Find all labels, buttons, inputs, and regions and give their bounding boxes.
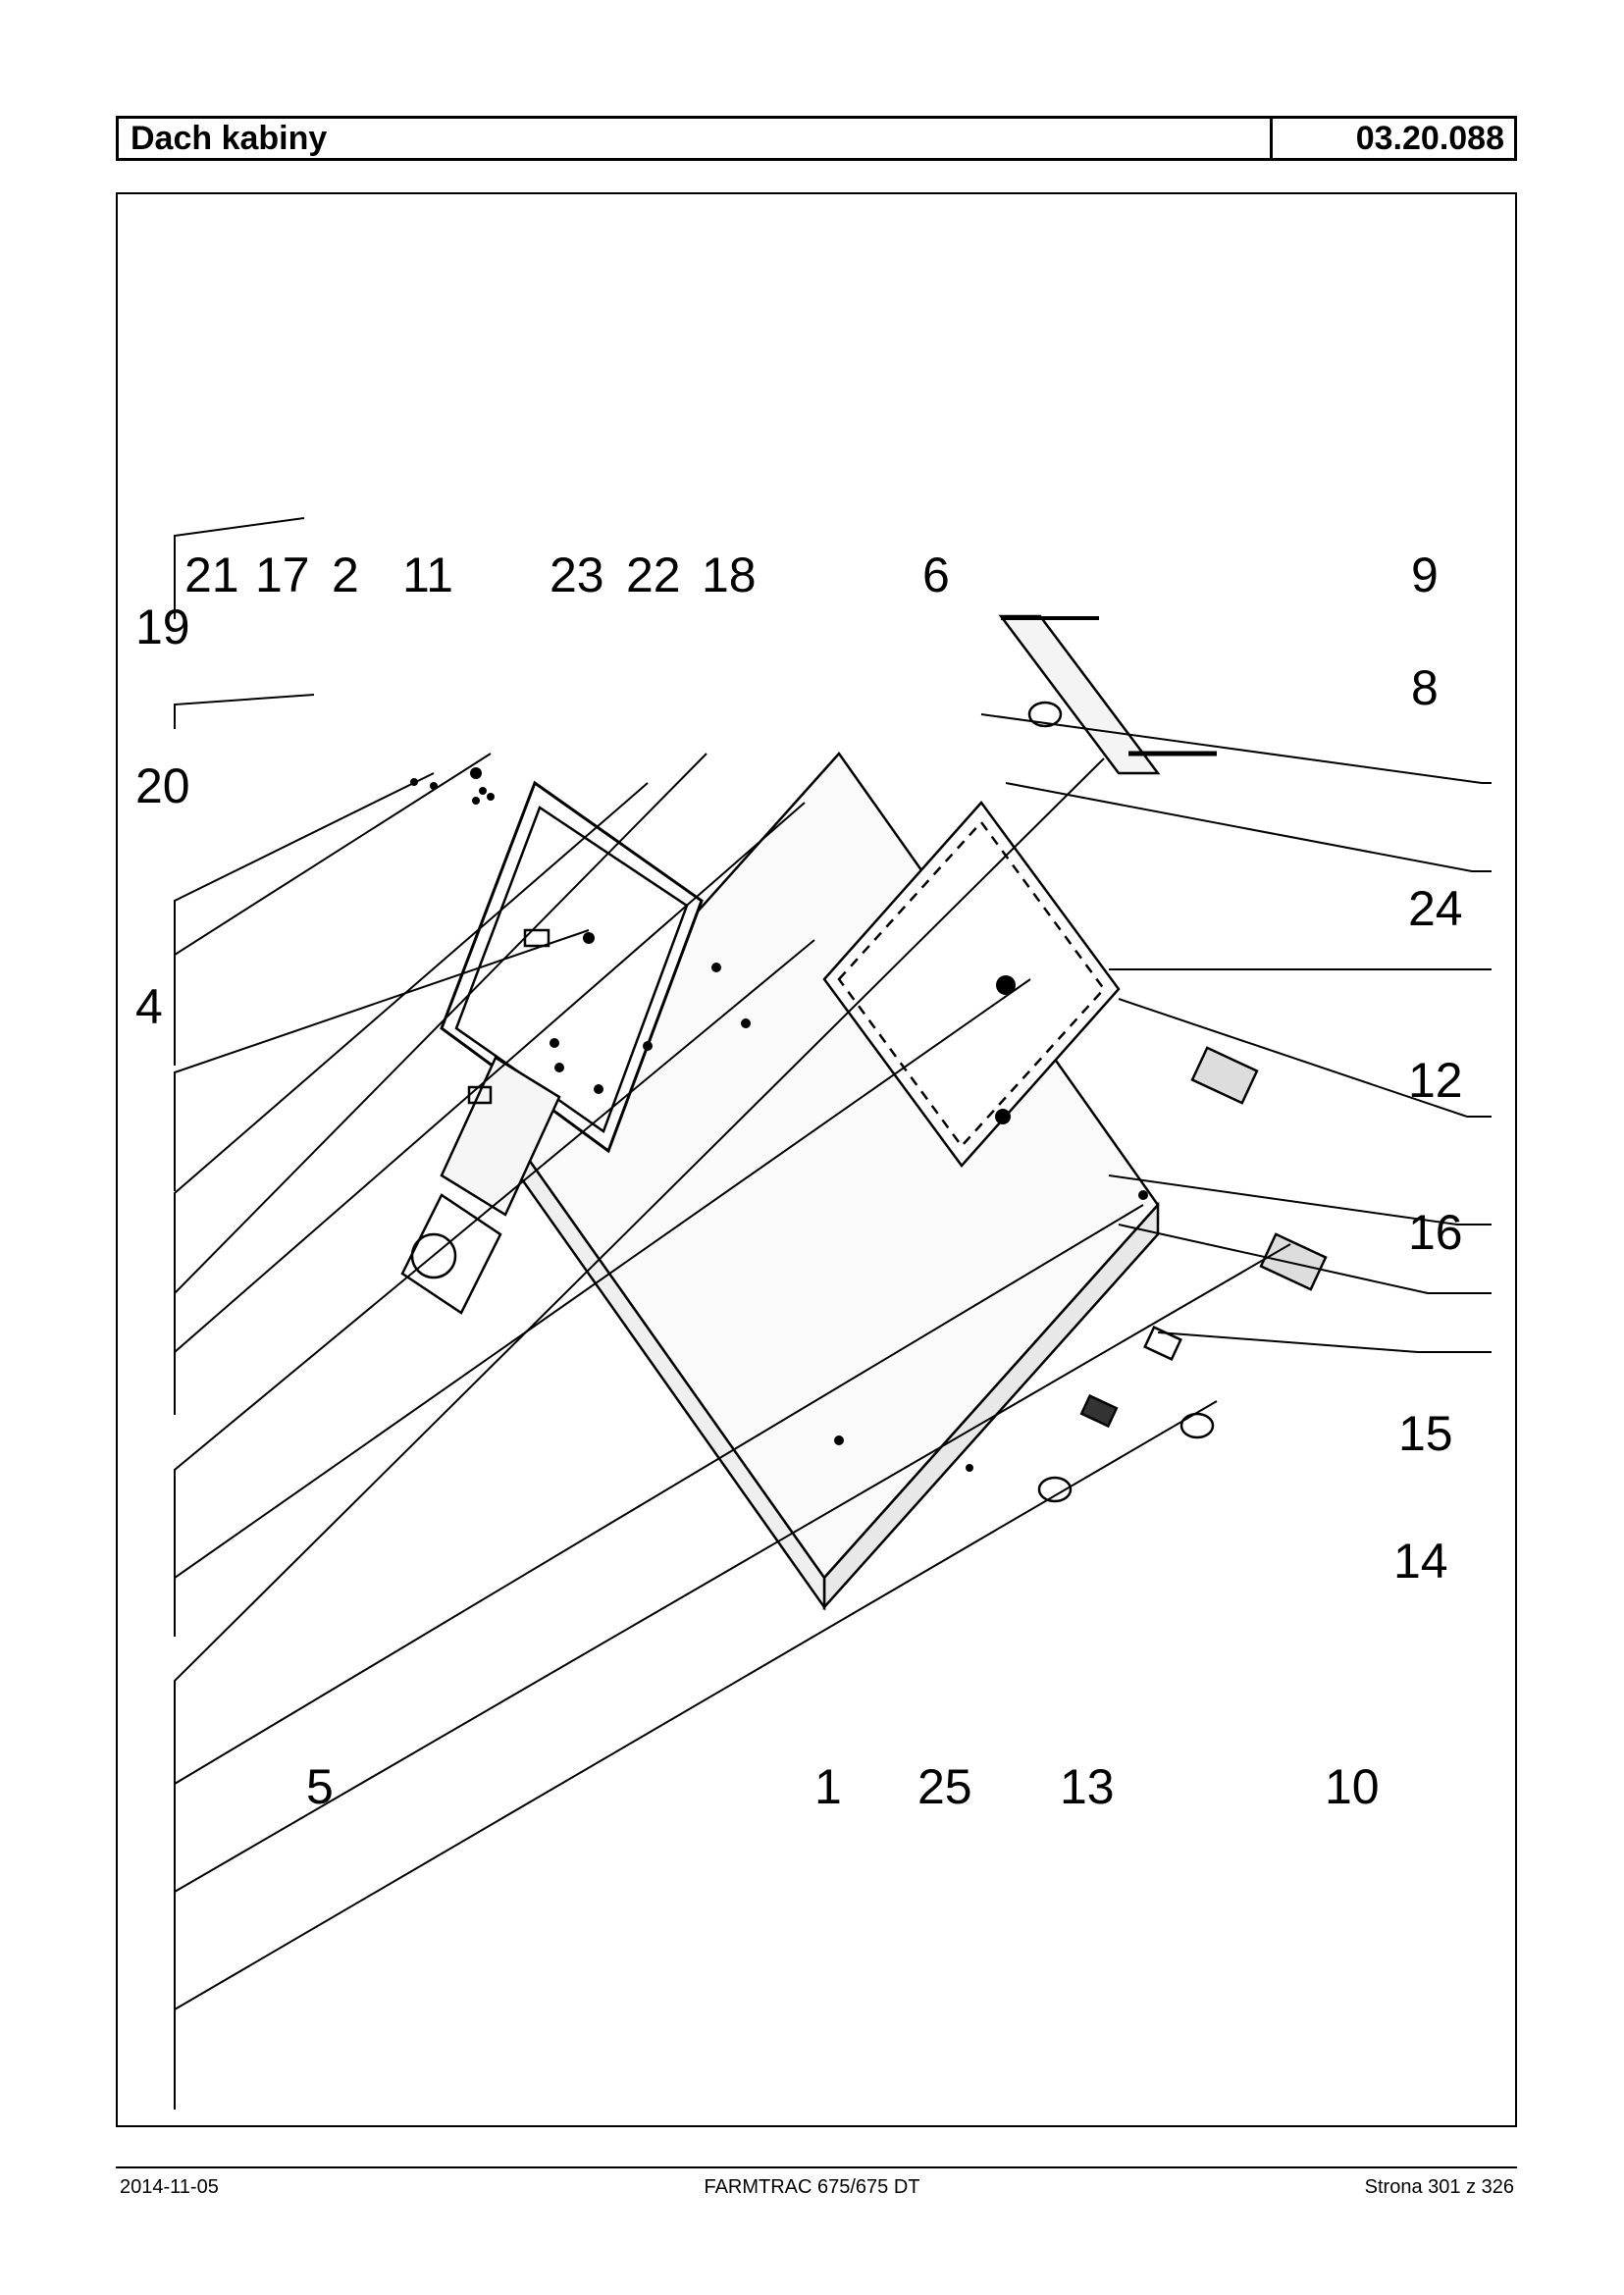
footer-date: 2014-11-05 (120, 2176, 219, 2198)
label-12: 12 (1408, 1053, 1463, 1108)
grommet-15 (1179, 1412, 1215, 1439)
part-code: 03.20.088 (1270, 119, 1514, 158)
footer-page: Strona 301 z 326 (1364, 2176, 1514, 2198)
exploded-diagram: 19 21 17 2 11 23 22 18 6 9 8 19 21 17 2 … (135, 517, 1492, 2110)
label-20: 20 (135, 758, 190, 813)
label-15: 15 (1398, 1406, 1453, 1461)
blower-housing (400, 1193, 502, 1315)
filter-12 (1259, 1232, 1328, 1291)
page-title: Dach kabiny (131, 120, 328, 157)
label-8: 8 (1411, 660, 1439, 715)
filter-24 (1190, 1046, 1259, 1105)
label-14: 14 (1393, 1534, 1448, 1589)
control-bracket (440, 1056, 561, 1217)
diagram-frame: 19 21 17 2 11 23 22 18 6 9 8 19 21 17 2 … (116, 192, 1517, 2127)
label-18: 18 (702, 548, 757, 602)
label-23: 23 (550, 548, 604, 602)
footer-model: FARMTRAC 675/675 DT (704, 2176, 920, 2198)
callout-labels-upright: 19 21 17 2 11 23 22 18 6 9 8 24 12 16 15… (135, 548, 1463, 1814)
roof-hatch (822, 801, 1121, 1168)
label-10: 10 (1325, 1759, 1380, 1814)
roof-lip-front (998, 614, 1161, 775)
footer-rule (116, 2166, 1517, 2168)
label-9: 9 (1411, 548, 1439, 602)
header-bar: Dach kabiny 03.20.088 (116, 116, 1517, 161)
grommet-13 (1037, 1476, 1073, 1503)
label-1: 1 (814, 1759, 842, 1814)
label-25: 25 (917, 1759, 972, 1814)
label-24: 24 (1408, 881, 1463, 936)
label-11: 11 (402, 548, 453, 602)
fasteners (410, 767, 1148, 1472)
label-21: 21 (184, 548, 239, 602)
label-22: 22 (626, 548, 681, 602)
label-4: 4 (135, 979, 163, 1034)
label-2: 2 (332, 548, 359, 602)
leader-lines (174, 517, 1492, 2110)
blower-opening (410, 1232, 457, 1279)
label-13: 13 (1060, 1759, 1115, 1814)
label-5: 5 (306, 1759, 334, 1814)
label-19: 19 (135, 600, 190, 654)
label-16: 16 (1408, 1205, 1463, 1260)
grommet-top (1027, 701, 1063, 728)
label-17: 17 (255, 548, 310, 602)
latch-14 (1079, 1393, 1119, 1429)
label-6: 6 (922, 548, 950, 602)
